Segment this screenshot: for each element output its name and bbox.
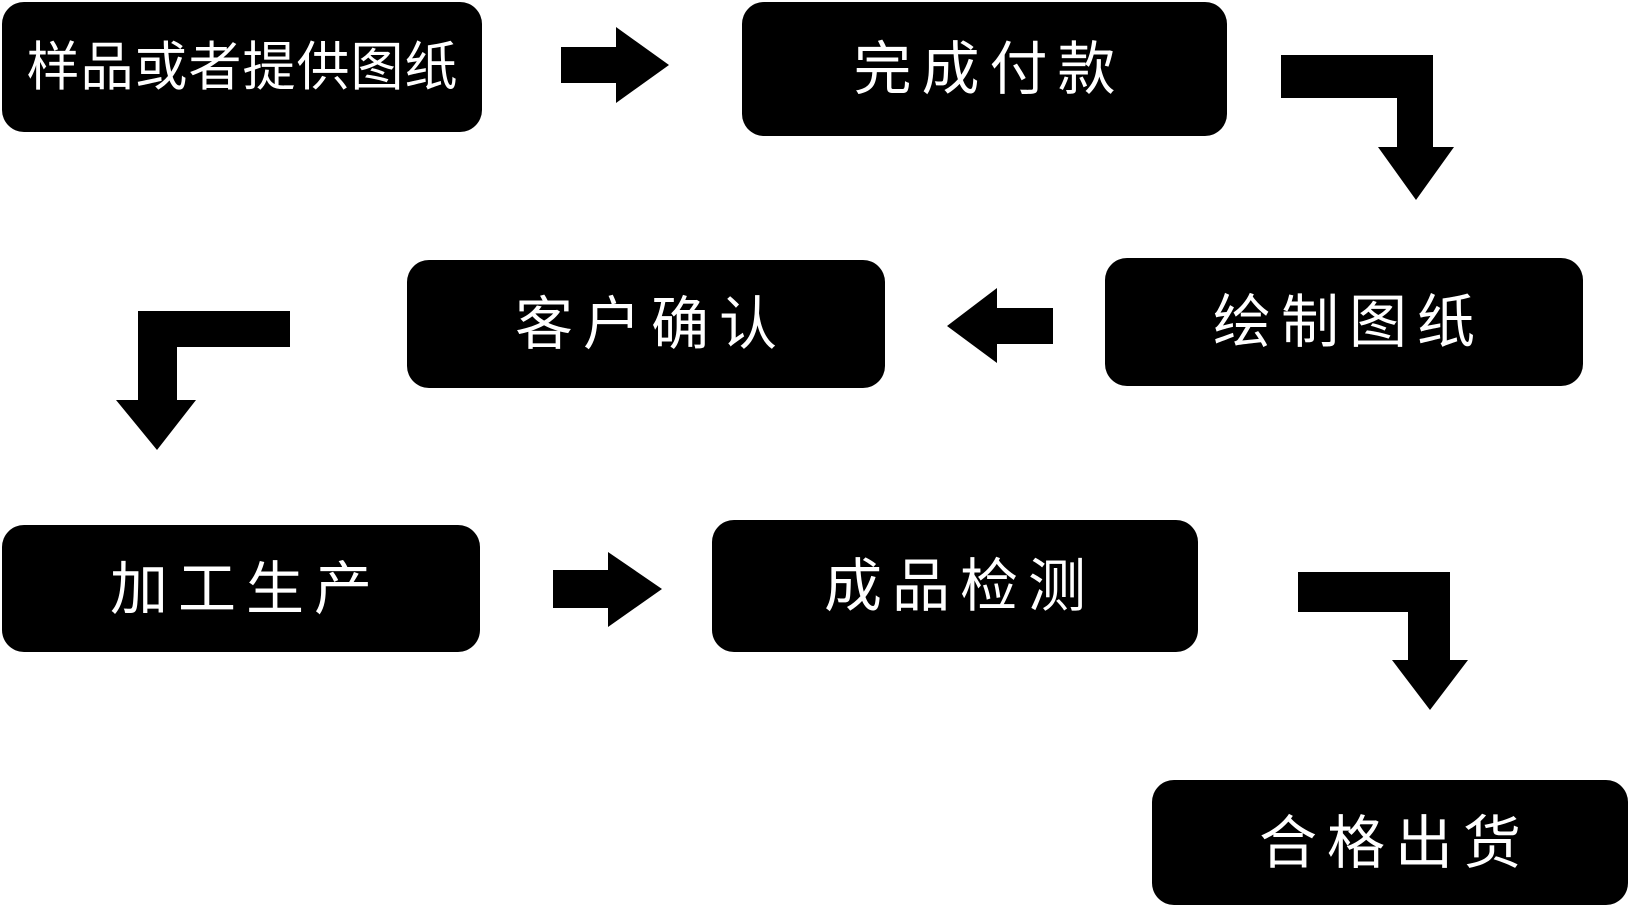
arrow-right-icon: [553, 552, 662, 627]
node-label: 加工生产: [109, 554, 382, 623]
elbow-arrow-down-icon: [1298, 572, 1468, 710]
flow-node-complete-payment: 完成付款: [742, 2, 1227, 136]
node-label: 完成付款: [853, 35, 1126, 103]
node-label: 成品检测: [823, 552, 1096, 620]
arrow-left-icon: [947, 288, 1053, 363]
elbow-arrow-down-icon: [116, 311, 290, 450]
flow-node-qualified-shipment: 合格出货: [1152, 780, 1628, 905]
node-label: 绘制图纸: [1212, 288, 1485, 356]
flow-node-processing-production: 加工生产: [2, 525, 480, 652]
flow-node-customer-confirmation: 客户确认: [407, 260, 885, 388]
flow-node-product-inspection: 成品检测: [712, 520, 1198, 652]
flow-node-sample-or-drawings: 样品或者提供图纸: [2, 2, 482, 132]
arrow-right-icon: [561, 27, 669, 103]
flow-node-draw-drawings: 绘制图纸: [1105, 258, 1583, 386]
elbow-arrow-down-icon: [1281, 55, 1454, 200]
node-label: 样品或者提供图纸: [26, 36, 459, 98]
node-label: 客户确认: [514, 290, 787, 358]
node-label: 合格出货: [1258, 808, 1531, 877]
